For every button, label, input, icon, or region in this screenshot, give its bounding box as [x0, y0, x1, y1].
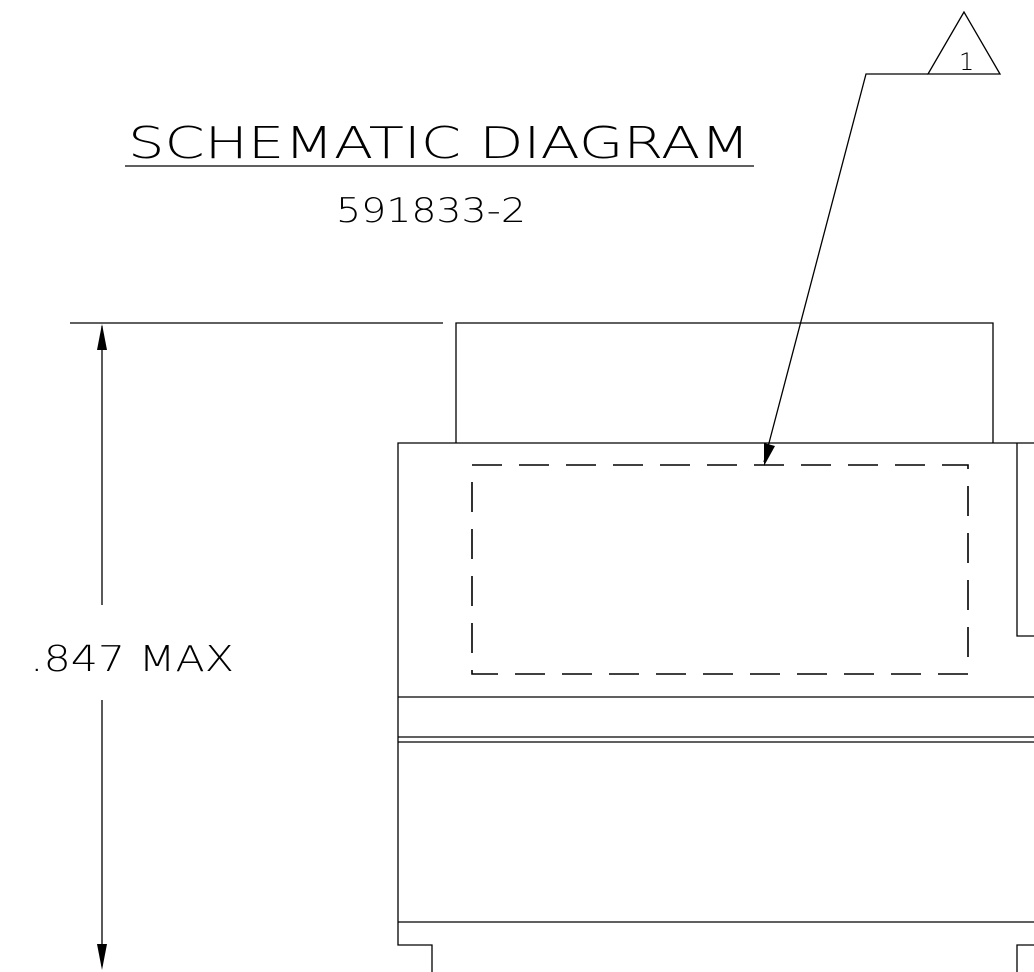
connector-right-step [1016, 443, 1034, 637]
leader-line [763, 73, 928, 463]
dimension-arrow-top [97, 324, 107, 350]
label-area-dashed-box [471, 464, 969, 675]
leader-arrowhead [764, 443, 775, 466]
connector-right-foot [1016, 944, 1034, 972]
connector-body-outline [397, 442, 1034, 972]
dimension-arrow-bottom [97, 944, 107, 970]
part-number: 591833-2 [336, 191, 526, 231]
revision-marker-number: 1 [959, 48, 974, 76]
drawing-title: SCHEMATIC DIAGRAM [128, 118, 750, 169]
connector-top-boss [455, 322, 994, 443]
revision-triangle [926, 10, 1002, 75]
dimension-label: .847 MAX [30, 639, 234, 680]
